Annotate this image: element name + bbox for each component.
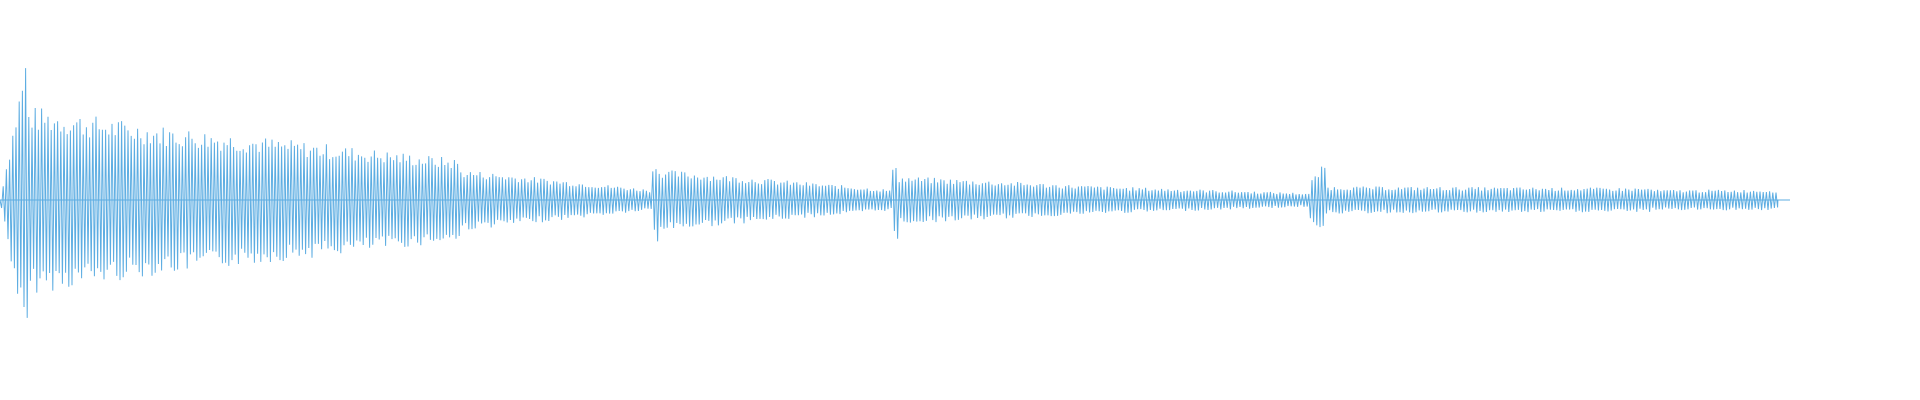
waveform-trace <box>0 68 1779 318</box>
